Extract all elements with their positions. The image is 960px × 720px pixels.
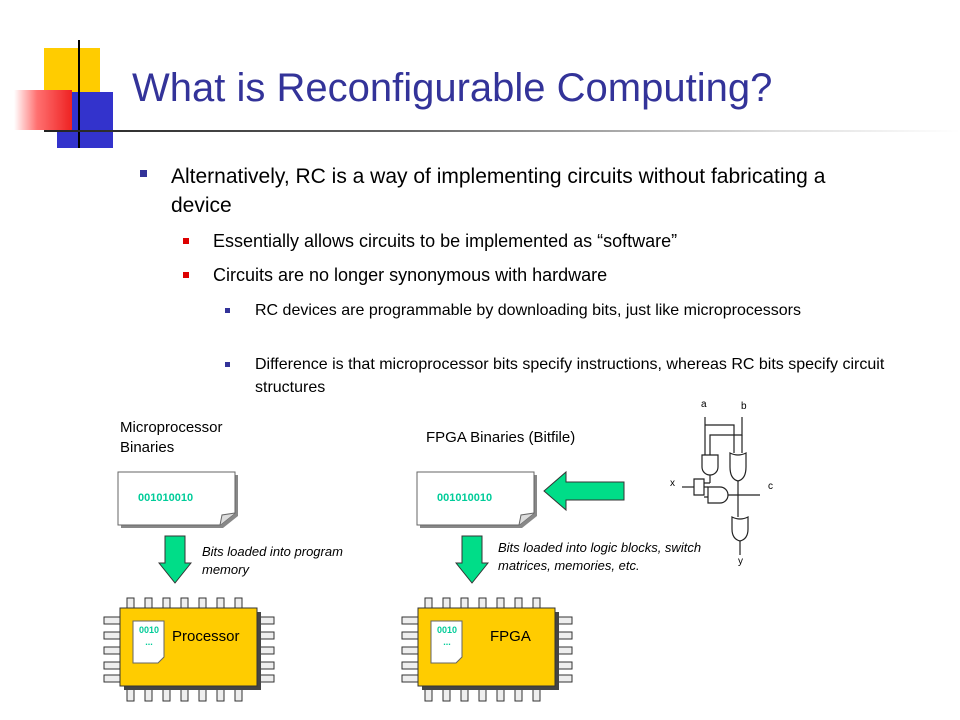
circuit-output-c-label: c <box>768 481 773 492</box>
title-underline <box>44 130 960 132</box>
logic-circuit-diagram <box>682 417 760 555</box>
logo-red-block <box>14 90 72 130</box>
circuit-input-b-label: b <box>741 401 747 412</box>
bullet-text: Alternatively, RC is a way of implementi… <box>171 165 826 217</box>
program-memory-note: Bits loaded into program memory <box>202 544 343 577</box>
circuit-input-a-label: a <box>701 399 707 410</box>
bullet-text: Difference is that microprocessor bits s… <box>255 356 885 396</box>
bullet-marker <box>225 362 230 367</box>
fpga-binary-file-icon <box>416 471 537 528</box>
microprocessor-binary-bits: 001010010 <box>138 492 194 504</box>
bullet-text: Circuits are no longer synonymous with h… <box>213 265 608 285</box>
fpga-binary-bits: 001010010 <box>437 492 493 504</box>
bitfile-generation-arrow <box>543 470 625 512</box>
circuit-output-y-label: y <box>738 556 743 567</box>
download-arrow-right <box>455 535 489 584</box>
logic-blocks-note: Bits loaded into logic blocks, switch ma… <box>498 540 702 573</box>
processor-chip-label: Processor <box>172 628 240 645</box>
processor-chip <box>103 597 275 702</box>
bullet-text: Essentially allows circuits to be implem… <box>213 231 678 251</box>
microprocessor-binaries-label: Microprocessor Binaries <box>120 419 223 456</box>
bullet-marker <box>183 272 189 278</box>
bullet-marker <box>140 170 147 177</box>
circuit-input-x-label: x <box>670 478 675 489</box>
fpga-chip-label: FPGA <box>490 628 531 645</box>
fpga-chip-ellipsis: ... <box>443 637 451 647</box>
fpga-chip <box>401 597 573 702</box>
bullet-marker <box>225 308 230 313</box>
microprocessor-binary-file-icon <box>117 471 238 528</box>
bullet-marker <box>183 238 189 244</box>
slide-title: What is Reconfigurable Computing? <box>132 66 773 110</box>
download-arrow-left <box>158 535 192 584</box>
fpga-chip-code: 0010 <box>436 625 458 635</box>
bullet-text: RC devices are programmable by downloadi… <box>255 302 802 319</box>
fpga-binaries-label: FPGA Binaries (Bitfile) <box>426 429 576 446</box>
logo-vertical-line <box>78 40 80 148</box>
processor-chip-code: 0010 <box>138 625 160 635</box>
processor-chip-ellipsis: ... <box>145 637 153 647</box>
